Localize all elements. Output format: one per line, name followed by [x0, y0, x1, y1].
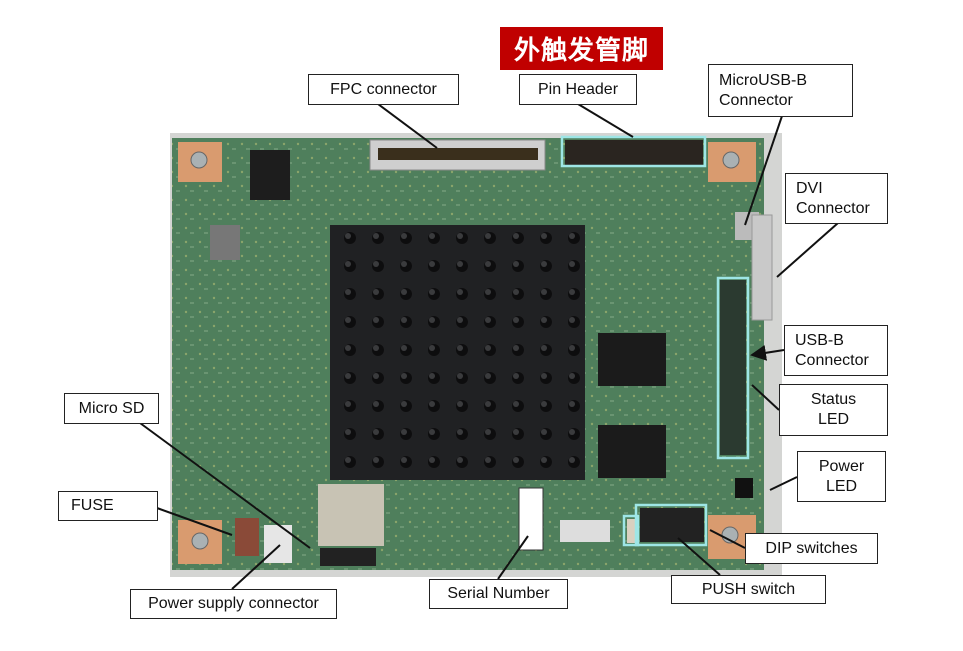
memory-chip	[598, 333, 666, 386]
heatsink	[330, 225, 585, 480]
label-microusb-connector: MicroUSB-B Connector	[708, 64, 853, 117]
label-fuse: FUSE	[58, 491, 158, 521]
label-line: USB-B	[795, 331, 844, 349]
pin-header	[565, 140, 703, 165]
label-power-supply-connector: Power supply connector	[130, 589, 337, 619]
label-dvi-connector: DVI Connector	[785, 173, 888, 224]
label-line: MicroUSB-B	[719, 71, 808, 89]
label-line: Connector	[796, 199, 870, 217]
label-micro-sd: Micro SD	[64, 393, 159, 424]
label-line: Status	[810, 391, 857, 408]
label-usbb-connector: USB-B Connector	[784, 325, 888, 376]
dip-switches	[640, 508, 704, 542]
label-line: LED	[825, 477, 858, 495]
label-fpc-connector: FPC connector	[308, 74, 459, 105]
title-banner: 外触发管脚	[500, 27, 663, 70]
dvi-port	[751, 214, 773, 321]
status-leds	[720, 280, 746, 455]
label-serial-number: Serial Number	[429, 579, 568, 609]
push-switch	[627, 519, 637, 543]
leader-lines	[139, 103, 839, 590]
label-line: LED	[817, 411, 850, 428]
label-pin-header: Pin Header	[519, 74, 637, 105]
serial-number-sticker	[518, 487, 544, 551]
label-line: Power	[818, 457, 865, 475]
fuse	[235, 518, 259, 556]
ic-chip	[250, 150, 290, 200]
label-push-switch: PUSH switch	[671, 575, 826, 604]
power-led	[735, 478, 753, 498]
label-line: Connector	[795, 351, 869, 369]
highlight-boxes	[560, 135, 750, 547]
label-line: Connector	[719, 91, 793, 109]
label-dip-switches: DIP switches	[745, 533, 878, 564]
microsd-slot	[318, 484, 384, 546]
memory-chip	[598, 425, 666, 478]
label-line: DVI	[796, 179, 823, 197]
